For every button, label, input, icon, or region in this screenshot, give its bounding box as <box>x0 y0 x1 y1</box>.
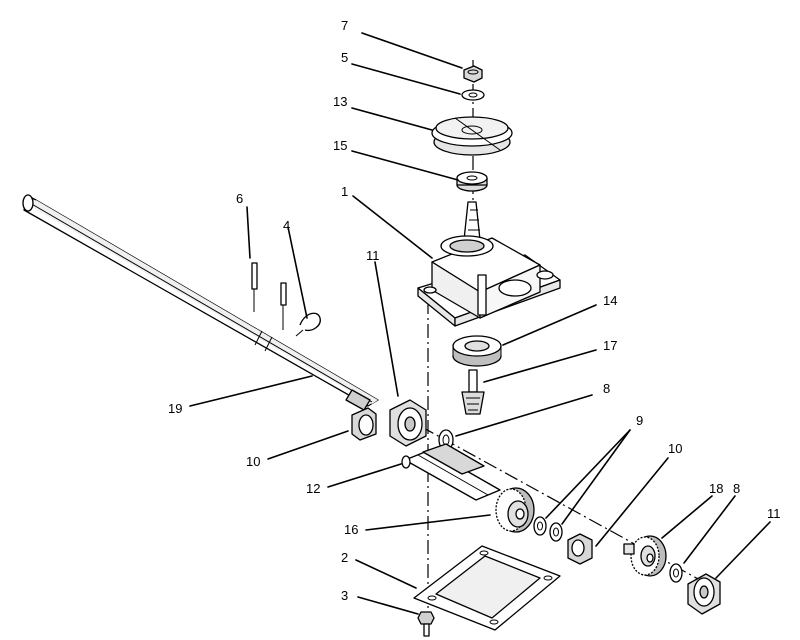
callout-4: 4 <box>283 218 290 233</box>
callout-11-right: 11 <box>767 506 781 521</box>
bushing-top <box>456 171 488 192</box>
bushing-right-10 <box>567 533 593 565</box>
callout-12: 12 <box>306 481 320 496</box>
callout-8-right: 8 <box>733 481 740 496</box>
callout-3: 3 <box>341 588 348 603</box>
callout-5: 5 <box>341 50 348 65</box>
callout-18: 18 <box>709 481 723 496</box>
cover-plate <box>413 545 561 631</box>
callout-17: 17 <box>603 338 617 353</box>
callout-10-right: 10 <box>668 441 682 456</box>
washer-right-8 <box>669 563 683 583</box>
drive-shaft <box>401 443 501 501</box>
callout-labels: 7 5 13 15 1 6 4 11 14 17 8 19 9 10 10 12… <box>168 18 781 603</box>
callout-16: 16 <box>344 522 358 537</box>
input-shaft <box>463 201 481 241</box>
roll-pin-left <box>251 262 258 312</box>
gear-right <box>623 535 667 577</box>
pulley <box>431 116 513 156</box>
callout-10-left: 10 <box>246 454 260 469</box>
bushing-left-10 <box>351 407 377 441</box>
pinion-shaft <box>461 369 485 415</box>
callout-11-left: 11 <box>366 248 380 263</box>
callout-19: 19 <box>168 401 182 416</box>
retaining-clip <box>295 312 321 337</box>
washer-9-b <box>549 522 563 542</box>
bearing <box>452 335 502 367</box>
callout-8-left: 8 <box>603 381 610 396</box>
callout-1: 1 <box>341 184 348 199</box>
roll-pin-right <box>280 282 287 330</box>
washer-top <box>461 89 485 101</box>
callout-9: 9 <box>636 413 643 428</box>
gear-large <box>495 487 535 533</box>
washer-9-a <box>533 516 547 536</box>
bushing-right-11 <box>687 573 721 615</box>
screw <box>417 611 435 637</box>
bushing-left-11 <box>389 399 427 447</box>
callout-14: 14 <box>603 293 617 308</box>
callout-6: 6 <box>236 191 243 206</box>
nut <box>463 65 483 83</box>
axle-shaft <box>22 194 379 411</box>
leader-lines <box>189 32 771 615</box>
callout-13: 13 <box>333 94 347 109</box>
callout-2: 2 <box>341 550 348 565</box>
callout-7-top: 7 <box>341 18 348 33</box>
gearbox-housing <box>417 235 561 327</box>
callout-15: 15 <box>333 138 347 153</box>
